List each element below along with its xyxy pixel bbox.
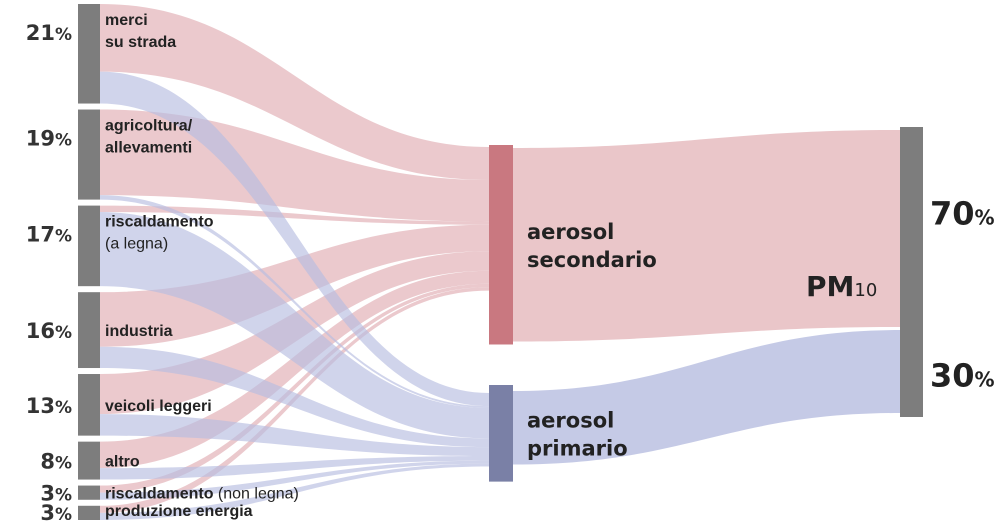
source-node-produzione-energia [78,505,100,520]
intermediate-label-aerosol-primario-line2: primario [527,436,628,460]
target-node-pm10 [900,127,923,417]
source-label-text: (a legna) [105,236,168,253]
nodes [78,4,923,520]
target-label-base: PM [806,270,854,303]
flow-altro-secondary [100,270,489,469]
intermediate-node-aerosol-secondario [489,145,513,345]
target-label-pm10: PM10 [806,270,877,303]
source-label-merci-su-strada-line2: su strada [105,34,176,51]
source-percent-riscaldamento-a-legna: 17% [26,223,72,247]
source-label-text: industria [105,323,173,340]
intermediate-label-aerosol-primario-line1: aerosol [527,408,614,432]
source-label-produzione-energia: produzione energia [105,503,253,520]
percent-symbol: % [55,25,72,45]
percent-symbol: % [55,398,72,418]
percent-symbol: % [55,227,72,247]
primary-flows [100,71,489,520]
intermediate-node-aerosol-primario [489,385,513,482]
source-label-industria: industria [105,323,173,340]
flow-industria-primary [100,346,489,448]
source-label-merci-su-strada-line1: merci [105,12,148,29]
target-percent-value: 70 [930,194,975,232]
source-label-riscaldamento-a-legna-line1: riscaldamento [105,214,214,231]
flow-riscaldamento-a-legna-secondary [100,205,489,225]
final-flows [513,130,900,465]
flow-veicoli-leggeri-primary [100,414,489,457]
source-percent-produzione-energia: 3% [40,501,72,525]
source-percent-value: 21 [26,21,55,45]
target-percent-aerosol-primario: 30% [930,356,995,394]
flow-merci-su-strada-secondary [100,4,489,180]
flow-industria-secondary [100,224,489,347]
source-label-riscaldamento-non-legna: riscaldamento (non legna) [105,486,299,503]
source-percent-value: 13 [26,394,55,418]
source-label-text: allevamenti [105,140,192,157]
flow-primary-to-pm10 [513,330,900,465]
source-label-text: agricoltura/ [105,118,193,135]
source-label-text: produzione energia [105,503,253,520]
flow-agricoltura-allevamenti-primary [100,195,489,408]
source-label-text: altro [105,454,140,471]
flow-produzione-energia-primary [100,463,489,520]
source-percent-value: 16 [26,319,55,343]
source-percent-agricoltura-allevamenti: 19% [26,127,72,151]
source-percent-industria: 16% [26,319,72,343]
source-label-veicoli-leggeri: veicoli leggeri [105,398,212,415]
source-label-text: merci [105,12,148,29]
source-node-agricoltura-allevamenti [78,109,100,200]
source-percent-merci-su-strada: 21% [26,21,72,45]
source-label-text: veicoli leggeri [105,398,212,415]
source-percent-value: 3 [40,482,55,506]
source-node-merci-su-strada [78,4,100,104]
flow-riscaldamento-non-legna-primary [100,460,489,500]
percent-symbol: % [55,323,72,343]
source-percent-value: 8 [40,450,55,474]
source-label-text: riscaldamento [105,486,214,503]
source-percent-riscaldamento-non-legna: 3% [40,482,72,506]
source-percent-value: 17 [26,223,55,247]
percent-symbol: % [55,454,72,474]
source-label-text: riscaldamento [105,214,214,231]
flow-altro-primary [100,456,489,480]
source-label-riscaldamento-a-legna-line2: (a legna) [105,236,168,253]
flow-secondary-to-pm10 [513,130,900,342]
source-percent-value: 3 [40,501,55,525]
percent-symbol: % [55,505,72,525]
source-percent-veicoli-leggeri: 13% [26,394,72,418]
source-node-riscaldamento-non-legna [78,485,100,500]
target-percent-aerosol-secondario: 70% [930,194,995,232]
percent-symbol: % [975,205,995,229]
source-node-riscaldamento-a-legna [78,205,100,287]
flow-merci-su-strada-primary [100,71,489,407]
source-node-altro [78,441,100,480]
source-label-suffix: (non legna) [213,486,298,503]
flow-riscaldamento-a-legna-primary [100,212,489,439]
source-label-agricoltura-allevamenti-line2: allevamenti [105,140,192,157]
flow-riscaldamento-non-legna-secondary [100,283,489,493]
intermediate-label-aerosol-secondario-line2: secondario [527,248,657,272]
target-label-subscript: 10 [854,280,877,301]
percent-symbol: % [975,367,995,391]
percent-symbol: % [55,131,72,151]
target-percent-value: 30 [930,356,975,394]
source-percent-altro: 8% [40,450,72,474]
source-label-altro: altro [105,454,140,471]
source-node-veicoli-leggeri [78,374,100,436]
source-label-agricoltura-allevamenti-line1: agricoltura/ [105,118,193,135]
source-label-text: su strada [105,34,176,51]
source-percent-value: 19 [26,127,55,151]
source-node-industria [78,292,100,369]
percent-symbol: % [55,486,72,506]
intermediate-label-aerosol-secondario-line1: aerosol [527,220,614,244]
labels: 21% merci su strada 19% agricoltura/allevame… [26,12,995,525]
